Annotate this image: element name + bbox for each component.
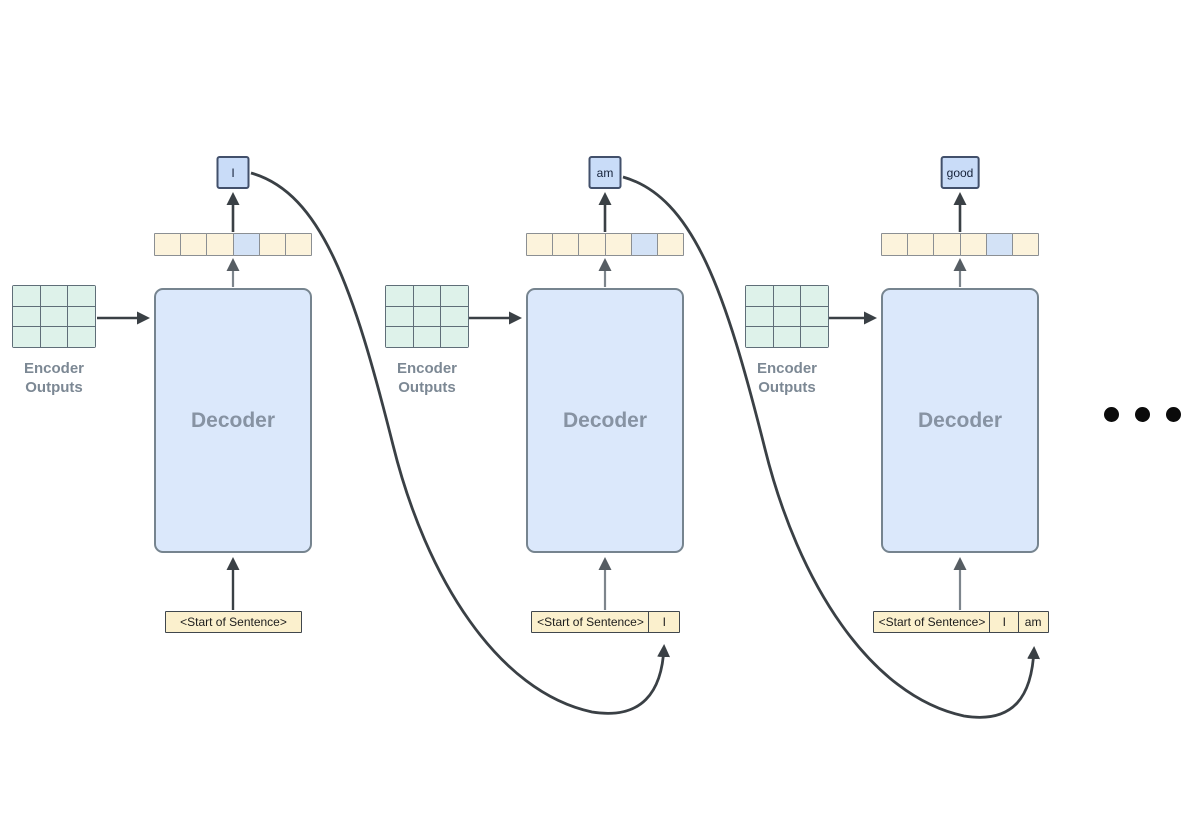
encoder-output-cell (773, 286, 801, 306)
encoder-output-cell (386, 286, 413, 306)
encoder-output-cell (746, 306, 773, 327)
encoder-output-cell (413, 327, 441, 347)
decoder-block-3-label: Decoder (917, 408, 1003, 432)
input-token-i: I (989, 611, 1020, 633)
encoder-output-cell (746, 286, 773, 306)
probability-cell (180, 233, 208, 256)
probability-cell (959, 233, 987, 256)
decoder-block-1-label: Decoder (190, 408, 276, 432)
probability-bar-2 (526, 233, 685, 256)
probability-cell (284, 233, 313, 256)
probability-bar-3 (881, 233, 1040, 256)
ellipsis-dot-3 (1166, 407, 1181, 422)
encoder-outputs-label-2-line1: Encoder (396, 360, 457, 377)
ellipsis-dot-2 (1135, 407, 1150, 422)
output-token-2: am (588, 156, 622, 189)
encoder-output-cell (441, 306, 468, 327)
probability-cell (1011, 233, 1040, 256)
feedback-curve-token1-to-input2 (250, 171, 671, 715)
encoder-output-cell (773, 327, 801, 347)
encoder-outputs-label-3-line1: Encoder (756, 360, 817, 377)
encoder-output-cell (413, 286, 441, 306)
encoder-outputs-label-2-line2: Outputs (398, 379, 456, 396)
encoder-outputs-label-3-line2: Outputs (758, 379, 816, 396)
encoder-outputs-label-1-line1: Encoder (23, 360, 84, 377)
input-sequence-3: <Start of Sentence> I am (873, 611, 1049, 633)
encoder-output-cell (40, 286, 68, 306)
encoder-outputs-grid-3 (745, 285, 829, 348)
probability-bar-1 (154, 233, 313, 256)
encoder-output-cell (68, 286, 95, 306)
encoder-output-cell (746, 327, 773, 347)
encoder-output-cell (801, 306, 828, 327)
encoder-output-cell (441, 286, 468, 306)
output-token-3-label: good (946, 165, 974, 180)
encoder-output-cell (68, 327, 95, 347)
probability-cell-highlighted (232, 233, 260, 256)
encoder-output-cell (386, 306, 413, 327)
output-token-1: I (216, 156, 250, 189)
encoder-outputs-label-3: Encoder Outputs (727, 359, 847, 397)
probability-cell-highlighted (630, 233, 658, 256)
encoder-outputs-label-1-line2: Outputs (25, 379, 83, 396)
input-token-i: I (648, 611, 681, 633)
decoder-block-2: Decoder (526, 288, 684, 553)
probability-cell-highlighted (985, 233, 1013, 256)
input-sequence-1: <Start of Sentence> (165, 611, 302, 633)
encoder-output-cell (773, 306, 801, 327)
input-token-sos: <Start of Sentence> (873, 611, 991, 633)
probability-cell (154, 233, 182, 256)
output-token-2-label: am (596, 165, 614, 180)
input-sequence-2: <Start of Sentence> I (531, 611, 681, 633)
probability-cell (552, 233, 580, 256)
encoder-output-cell (801, 327, 828, 347)
output-token-1-label: I (231, 165, 235, 180)
encoder-output-cell (68, 306, 95, 327)
encoder-output-cell (801, 286, 828, 306)
decoder-block-3: Decoder (881, 288, 1039, 553)
encoder-outputs-grid-2 (385, 285, 469, 348)
encoder-outputs-label-2: Encoder Outputs (367, 359, 487, 397)
encoder-output-cell (13, 286, 40, 306)
encoder-output-cell (386, 327, 413, 347)
probability-cell (604, 233, 632, 256)
encoder-output-cell (441, 327, 468, 347)
encoder-output-cell (13, 327, 40, 347)
encoder-outputs-label-1: Encoder Outputs (0, 359, 114, 397)
input-token-sos: <Start of Sentence> (531, 611, 650, 633)
encoder-output-cell (40, 306, 68, 327)
probability-cell (258, 233, 286, 256)
continuation-ellipsis (1104, 407, 1181, 422)
decoder-block-2-label: Decoder (562, 408, 648, 432)
encoder-output-cell (413, 306, 441, 327)
probability-cell (656, 233, 685, 256)
feedback-curve-token2-to-input3 (622, 175, 1041, 719)
decoder-block-1: Decoder (154, 288, 312, 553)
probability-cell (526, 233, 554, 256)
encoder-outputs-grid-1 (12, 285, 96, 348)
encoder-output-cell (40, 327, 68, 347)
input-token-sos: <Start of Sentence> (165, 611, 302, 633)
encoder-output-cell (13, 306, 40, 327)
probability-cell (206, 233, 234, 256)
probability-cell (907, 233, 935, 256)
probability-cell (578, 233, 606, 256)
probability-cell (881, 233, 909, 256)
probability-cell (933, 233, 961, 256)
output-token-3: good (940, 156, 980, 189)
ellipsis-dot-1 (1104, 407, 1119, 422)
input-token-am: am (1017, 611, 1049, 633)
